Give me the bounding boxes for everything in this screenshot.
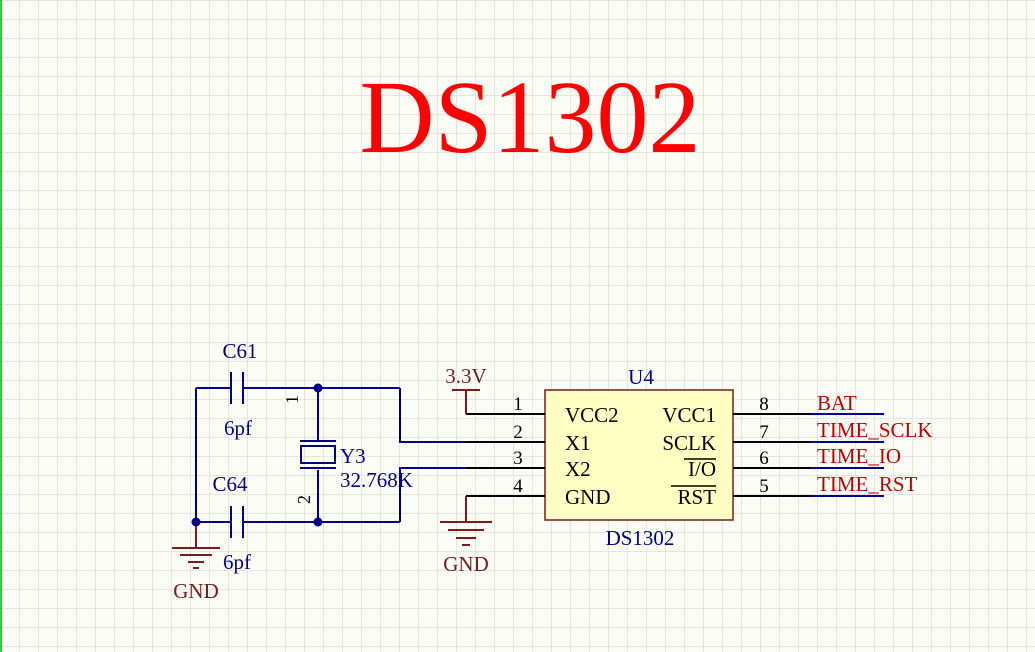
pin-2-number: 2 — [513, 422, 523, 443]
crystal-pin-1: 1 — [282, 395, 302, 404]
pin-2-name: X1 — [565, 431, 591, 455]
pin-6-number: 6 — [759, 448, 769, 469]
crystal-pin-2: 2 — [294, 495, 314, 504]
pin-4-number: 4 — [513, 476, 523, 497]
sheet-left-border — [0, 0, 2, 652]
c64-value: 6pf — [223, 550, 251, 574]
junction-dot — [313, 517, 323, 527]
schematic-title: DS1302 — [360, 60, 701, 175]
pin-5-number: 5 — [759, 476, 769, 497]
pin-6-name: I/O — [688, 457, 716, 481]
power-3v3-symbol — [452, 389, 480, 414]
net-label-sclk: TIME_SCLK — [817, 418, 933, 442]
c61-designator: C61 — [222, 339, 257, 363]
junction-dot — [313, 383, 323, 393]
pin-4-name: GND — [565, 485, 611, 509]
ground-symbol-caps — [172, 526, 220, 569]
pin-5-name: RST — [677, 485, 716, 509]
pin-8-number: 8 — [759, 394, 769, 415]
wire-x1 — [399, 388, 466, 443]
junction-dot — [191, 517, 201, 527]
pin-8-name: VCC1 — [662, 403, 716, 427]
pin-1-name: VCC2 — [565, 403, 619, 427]
chip-value: DS1302 — [606, 526, 675, 550]
crystal-designator: Y3 — [340, 444, 366, 468]
crystal-value: 32.768K — [340, 468, 413, 492]
ground-label-caps: GND — [173, 579, 219, 603]
c61-value: 6pf — [224, 416, 252, 440]
pin-3-number: 3 — [513, 448, 523, 469]
pin-7-number: 7 — [759, 422, 769, 443]
pin-7-name: SCLK — [662, 431, 716, 455]
wire-x2 — [399, 467, 466, 522]
pin-1-number: 1 — [513, 394, 523, 415]
oscillator-network: C61 6pf C64 6pf Y3 32.768K 1 2 — [191, 339, 466, 574]
c64-designator: C64 — [212, 472, 248, 496]
power-3v3-label: 3.3V — [445, 364, 486, 388]
net-label-rst: TIME_RST — [817, 472, 918, 496]
net-label-bat: BAT — [817, 391, 857, 415]
ground-symbol-chip — [440, 496, 492, 546]
chip-designator: U4 — [628, 365, 654, 389]
ground-label-chip: GND — [443, 552, 489, 576]
pin-3-name: X2 — [565, 457, 591, 481]
net-label-io: TIME_IO — [817, 444, 901, 468]
crystal-body — [300, 445, 336, 464]
chip-body — [544, 389, 734, 521]
